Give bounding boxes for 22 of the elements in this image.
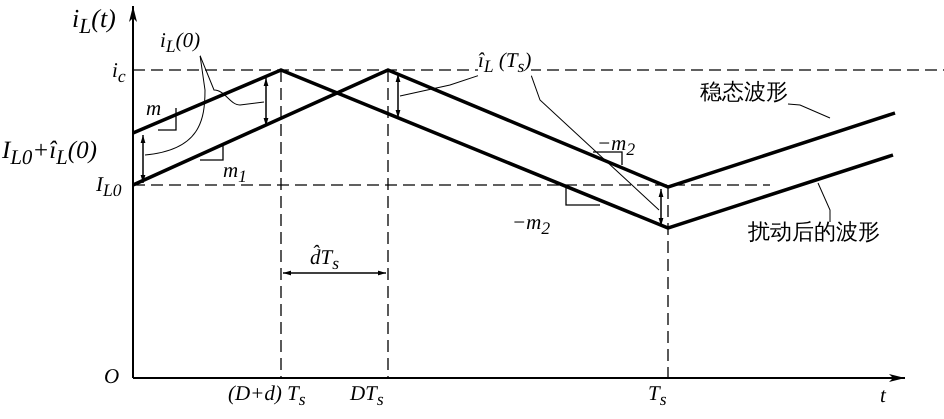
- axis-label: m: [146, 98, 162, 119]
- axis-label: d̂T$_{s}$: [310, 247, 339, 273]
- axis-label: (D+d) T$_{s}$: [228, 383, 306, 409]
- leader-line: [788, 104, 830, 118]
- leader-line: [144, 55, 206, 156]
- axis-label: i$_{c}$: [112, 60, 126, 86]
- waveform-label: 稳态波形: [700, 82, 788, 104]
- axis-label: −m$_{2}$: [597, 133, 636, 159]
- axis-label: I$_{L0}$: [96, 174, 122, 200]
- axis-label: T$_{s}$: [648, 383, 666, 409]
- axis-label: i$_{L}$(t): [72, 6, 116, 38]
- axis-label: I$_{L0}$+î$_{L}$(0): [2, 138, 97, 168]
- leader-line: [818, 182, 830, 222]
- waveform-label: 扰动后的波形: [748, 222, 880, 244]
- axis-label: O: [104, 366, 120, 387]
- leader-line: [200, 55, 264, 106]
- axis-label: t: [880, 385, 886, 406]
- leader-line: [400, 75, 478, 96]
- axis-label: m$_{1}$: [223, 160, 247, 186]
- axis-label: −m$_{2}$: [512, 212, 550, 238]
- axis-label: DT$_{s}$: [350, 383, 384, 409]
- leader-line: [530, 75, 660, 210]
